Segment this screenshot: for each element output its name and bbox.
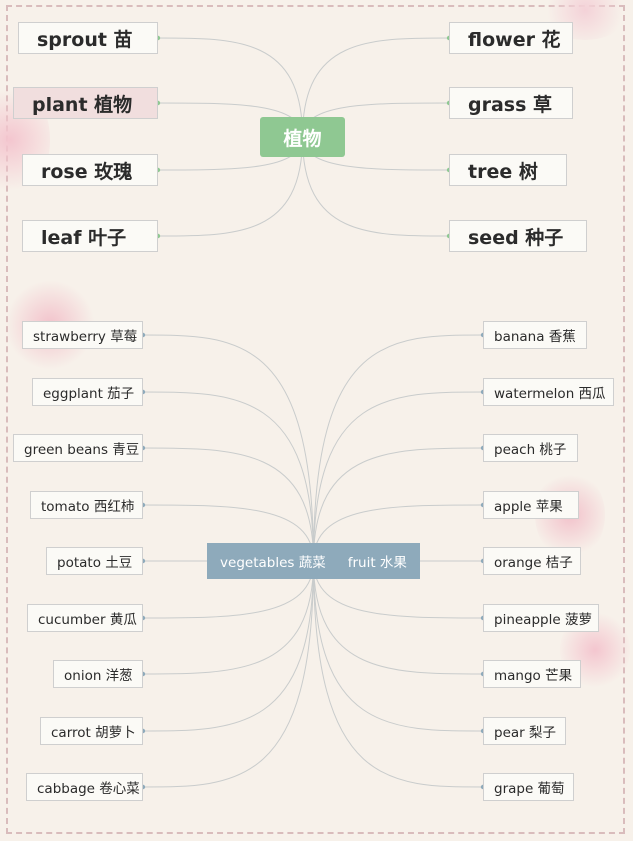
node-orange: orange 桔子 [483, 547, 581, 575]
connector-node-cucumber [142, 560, 314, 619]
node-tomato: tomato 西红柿 [30, 491, 143, 519]
node-banana: banana 香蕉 [483, 321, 587, 349]
node-flower: flower 花 [449, 22, 573, 54]
plants-hub: 植物 [260, 117, 345, 157]
connector-node-tomato [142, 504, 314, 562]
connector-node-strawberry [142, 334, 314, 562]
node-eggplant: eggplant 茄子 [32, 378, 143, 406]
node-peach: peach 桃子 [483, 434, 578, 462]
node-mango: mango 芒果 [483, 660, 581, 688]
vegetables-fruit-hub: vegetables 蔬菜 fruit 水果 [207, 543, 420, 579]
node-sprout: sprout 苗 [18, 22, 158, 54]
node-seed: seed 种子 [449, 220, 587, 252]
connector-node-peach [313, 447, 484, 562]
connector-node-banana [313, 334, 484, 562]
connector-node-leaf [157, 136, 303, 237]
node-carrot: carrot 胡萝卜 [40, 717, 143, 745]
node-rose: rose 玫瑰 [22, 154, 158, 186]
connector-node-grape [313, 560, 484, 788]
connector-node-watermelon [313, 391, 484, 562]
vegetables-label: vegetables 蔬菜 [220, 555, 326, 571]
node-potato: potato 土豆 [46, 547, 143, 575]
connector-node-flower [302, 37, 450, 138]
connector-node-pear [313, 560, 484, 732]
dashed-border [6, 5, 625, 834]
node-plant: plant 植物 [13, 87, 158, 119]
node-cucumber: cucumber 黄瓜 [27, 604, 143, 632]
connector-node-apple [313, 504, 484, 562]
node-pear: pear 梨子 [483, 717, 566, 745]
node-tree: tree 树 [449, 154, 567, 186]
node-grape: grape 葡萄 [483, 773, 574, 801]
fruit-label: fruit 水果 [347, 555, 407, 571]
node-cabbage: cabbage 卷心菜 [26, 773, 143, 801]
node-onion: onion 洋葱 [53, 660, 143, 688]
connector-node-pineapple [313, 560, 484, 619]
connector-node-cabbage [142, 560, 314, 788]
node-apple: apple 苹果 [483, 491, 579, 519]
node-strawberry: strawberry 草莓 [22, 321, 143, 349]
node-grass: grass 草 [449, 87, 573, 119]
connector-node-onion [142, 560, 314, 675]
connector-node-mango [313, 560, 484, 675]
connector-node-carrot [142, 560, 314, 732]
plants-hub-label: 植物 [283, 127, 322, 150]
connector-node-eggplant [142, 391, 314, 562]
connector-node-seed [302, 136, 450, 237]
node-green-beans: green beans 青豆 [13, 434, 143, 462]
connector-node-green-beans [142, 447, 314, 562]
node-pineapple: pineapple 菠萝 [483, 604, 599, 632]
connector-node-sprout [157, 37, 303, 138]
node-watermelon: watermelon 西瓜 [483, 378, 614, 406]
node-leaf: leaf 叶子 [22, 220, 158, 252]
